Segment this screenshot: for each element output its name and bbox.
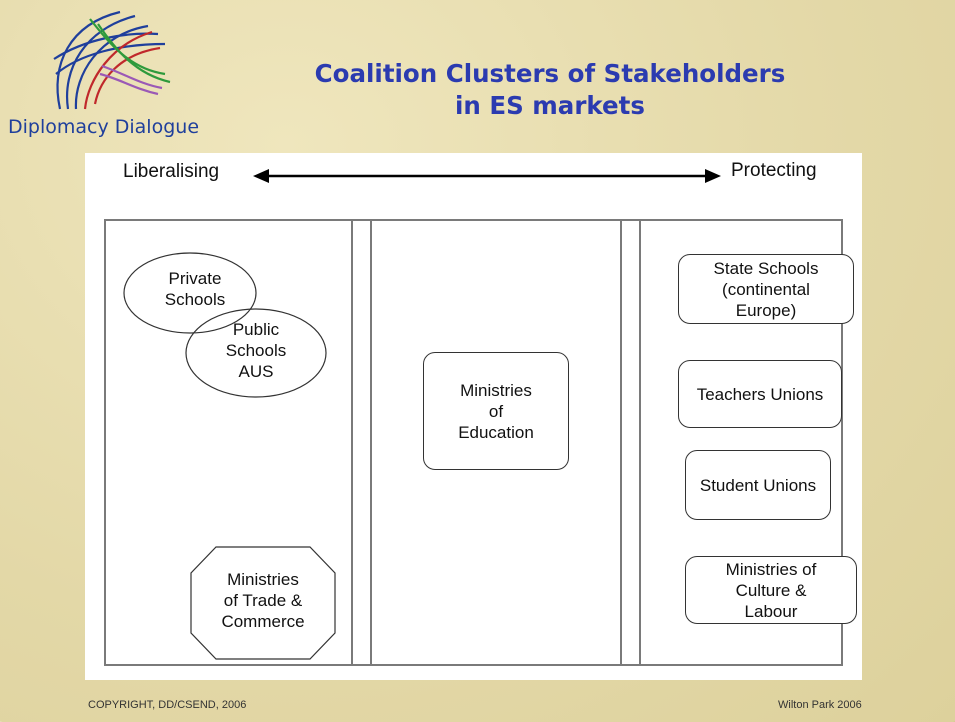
teachers-unions-box: Teachers Unions bbox=[678, 360, 842, 428]
left-divider bbox=[351, 219, 372, 666]
public-schools-label: Public Schools AUS bbox=[225, 320, 287, 381]
diagram-panel: Liberalising Protecting Private Schools … bbox=[85, 153, 862, 680]
right-divider bbox=[620, 219, 641, 666]
globe-arcs-logo-icon bbox=[53, 10, 171, 110]
axis-right-label: Protecting bbox=[731, 160, 817, 181]
private-schools-ellipse bbox=[123, 252, 257, 334]
cluster-columns bbox=[104, 219, 843, 666]
culture-labour-box: Ministries of Culture & Labour bbox=[685, 556, 857, 624]
state-schools-box: State Schools (continental Europe) bbox=[678, 254, 854, 324]
public-schools-ellipse bbox=[185, 308, 327, 398]
footer-copyright: COPYRIGHT, DD/CSEND, 2006 bbox=[88, 699, 247, 711]
slide-title: Coalition Clusters of Stakeholders in ES… bbox=[250, 58, 850, 122]
trade-octagon bbox=[190, 546, 336, 660]
protecting-column bbox=[639, 219, 843, 666]
private-schools-label: Private Schools bbox=[164, 269, 226, 309]
footer-wilton: Wilton Park 2006 bbox=[778, 699, 862, 711]
education-ministries-box: Ministries of Education bbox=[423, 352, 569, 470]
trade-ministries-label: Ministries of Trade & Commerce bbox=[221, 570, 305, 631]
slide-title-line1: Coalition Clusters of Stakeholders bbox=[314, 59, 786, 88]
slide-title-line2: in ES markets bbox=[455, 91, 645, 120]
double-arrow-icon bbox=[253, 169, 721, 183]
student-unions-box: Student Unions bbox=[685, 450, 831, 520]
axis-left-label: Liberalising bbox=[123, 161, 220, 182]
logo-text: Diplomacy Dialogue bbox=[8, 116, 200, 138]
